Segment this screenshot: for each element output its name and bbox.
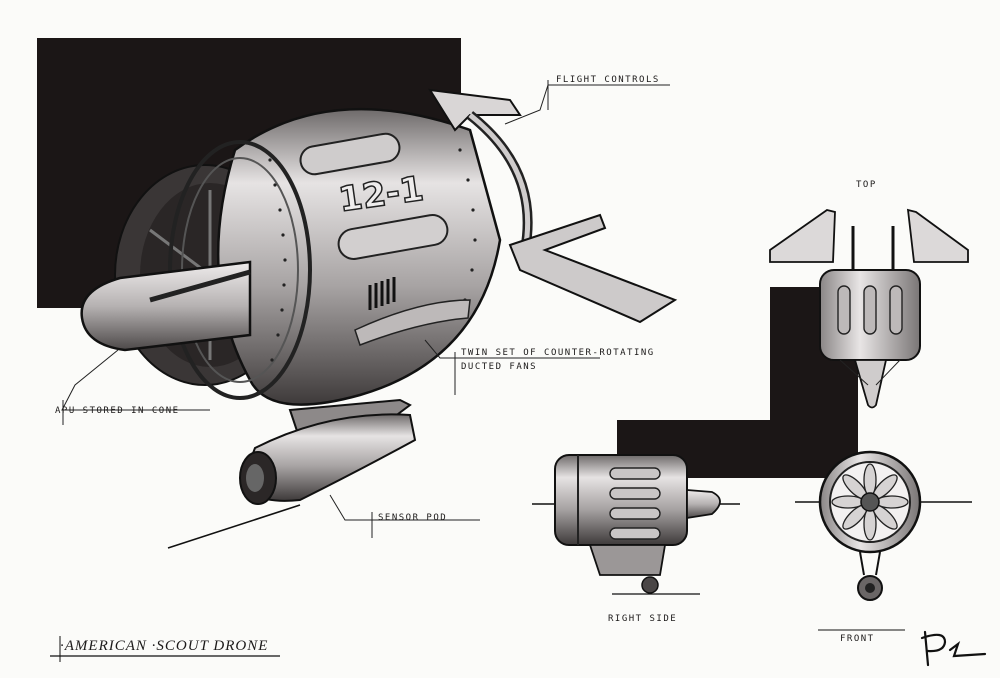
artist-signature — [920, 630, 987, 667]
callout-flight-controls: FLIGHT CONTROLS — [556, 75, 660, 85]
callout-twin-fans-line2: DUCTED FANS — [461, 362, 538, 372]
main-drone: 12-1 — [80, 88, 678, 549]
view-label-front: FRONT — [840, 634, 875, 644]
callout-lines — [61, 80, 670, 538]
callout-apu: APU STORED IN CONE — [55, 406, 180, 416]
sheet-title: ·AMERICAN ·SCOUT DRONE — [60, 638, 269, 654]
callout-sensor-pod: SENSOR POD — [378, 513, 448, 523]
top-view-drone — [769, 208, 969, 409]
view-label-right-side: RIGHT SIDE — [608, 614, 678, 624]
front-view-drone — [795, 450, 972, 631]
background-block-right — [617, 287, 858, 478]
view-label-top: TOP — [856, 180, 877, 190]
right-side-view-drone — [532, 454, 740, 595]
callout-twin-fans-line1: TWIN SET OF COUNTER-ROTATING — [461, 348, 655, 358]
